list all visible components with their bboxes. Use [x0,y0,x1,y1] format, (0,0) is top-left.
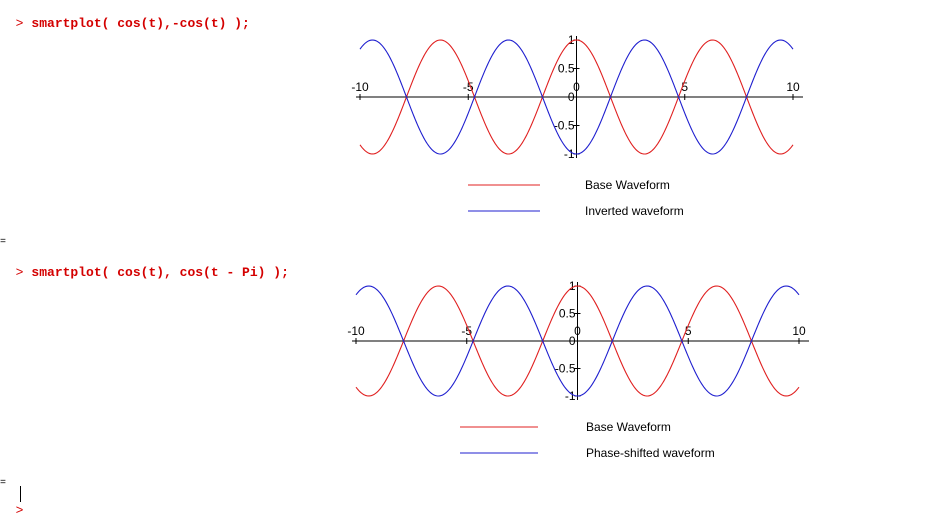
x-tick-label: -10 [347,324,365,338]
legend-label-2: Phase-shifted waveform [586,446,715,460]
x-tick-label: 0 [574,324,581,338]
x-tick-label: -5 [461,324,472,338]
y-tick-label: 0.5 [559,307,576,321]
x-tick-label: 0 [573,80,580,94]
prompt-marker: > [15,265,24,280]
x-tick-label: -10 [351,80,369,94]
y-tick-label: -1 [565,389,576,403]
y-tick-label: -0.5 [554,119,575,133]
prompt-marker: > [15,503,24,518]
y-tick-label: 0 [568,90,575,104]
separator-marker-1: = [0,237,7,248]
legend-label-1: Base Waveform [586,420,671,434]
legend-label-1: Base Waveform [585,178,670,192]
y-tick-label: 0 [569,334,576,348]
x-tick-label: 5 [681,80,688,94]
series-line-1 [355,285,800,397]
legend-label-2: Inverted waveform [585,204,684,218]
command-input-1[interactable]: > smartplot( cos(t),-cos(t) ); [0,0,250,32]
series-line-2 [355,285,800,397]
y-tick-label: 1 [568,33,575,47]
y-tick-label: 1 [569,279,576,293]
y-tick-label: -0.5 [555,362,576,376]
command-text[interactable]: smartplot( cos(t),-cos(t) ); [31,16,250,31]
command-text[interactable]: smartplot( cos(t), cos(t - Pi) ); [31,265,289,280]
x-tick-label: 10 [792,324,806,338]
command-input-3[interactable]: > [0,487,31,519]
y-tick-label: 0.5 [558,62,575,76]
series-line-1 [359,39,794,155]
prompt-marker: > [15,16,24,31]
y-tick-label: -1 [564,147,575,161]
series-line-2 [359,39,794,155]
x-tick-label: -5 [463,80,474,94]
x-tick-label: 5 [685,324,692,338]
command-input-2[interactable]: > smartplot( cos(t), cos(t - Pi) ); [0,249,289,281]
x-tick-label: 10 [786,80,800,94]
text-cursor [20,486,21,502]
separator-marker-2: = [0,478,7,489]
